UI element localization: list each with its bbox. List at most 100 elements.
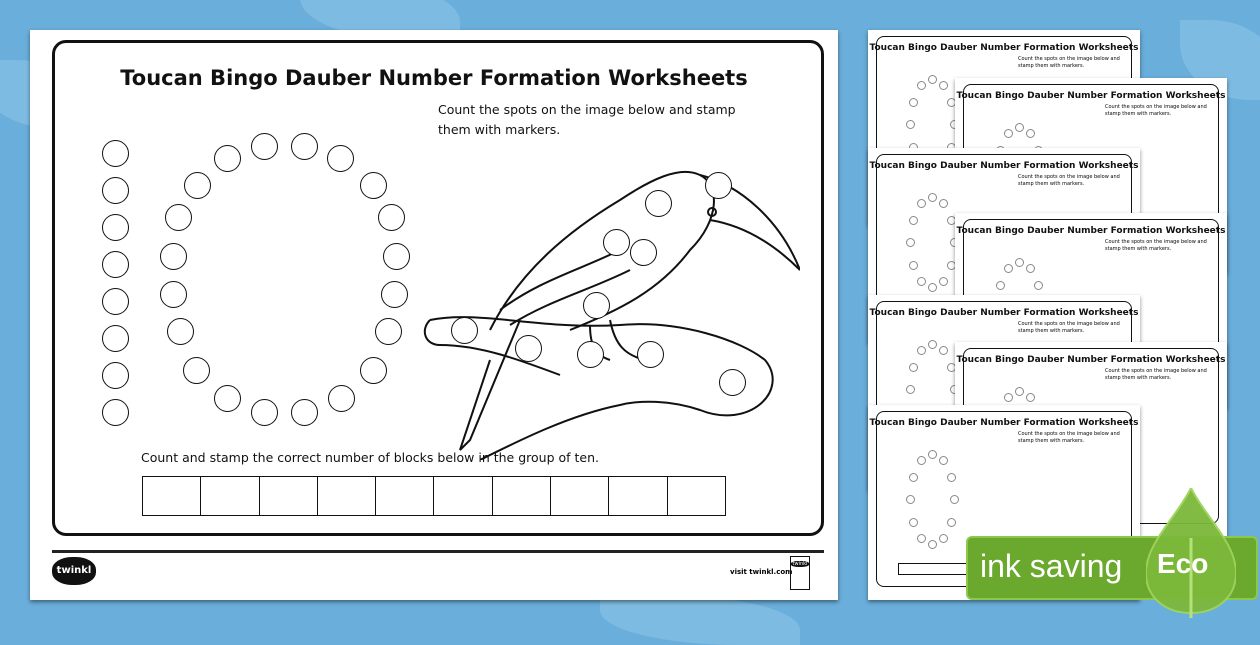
toucan-illustration	[423, 170, 800, 460]
stamp-dot	[1026, 393, 1035, 403]
stamp-dot	[375, 318, 402, 345]
stamp-dot	[928, 340, 937, 349]
stamp-dot	[645, 190, 672, 217]
thumbnail-title: Toucan Bingo Dauber Number Formation Wor…	[956, 355, 1226, 365]
thumbnail-instruction: Count the spots on the image below and s…	[1018, 56, 1120, 69]
stamp-dot	[328, 385, 355, 412]
stamp-block	[551, 477, 610, 515]
blocks-instruction: Count and stamp the correct number of bl…	[141, 450, 599, 465]
stamp-dot	[360, 357, 387, 384]
stamp-dot	[917, 533, 926, 543]
stamp-dot	[939, 456, 948, 466]
worksheet-title: Toucan Bingo Dauber Number Formation Wor…	[120, 66, 748, 90]
thumbnail-title: Toucan Bingo Dauber Number Formation Wor…	[869, 418, 1139, 428]
stamp-dot	[102, 362, 129, 389]
stamp-dot	[908, 362, 918, 372]
stamp-block	[668, 477, 725, 515]
thumbnail-instruction: Count the spots on the image below and s…	[1018, 174, 1120, 187]
stamp-dot	[939, 533, 948, 543]
stamp-dot	[1026, 129, 1035, 139]
stamp-dot	[705, 172, 732, 199]
stamp-dot	[630, 239, 657, 266]
main-worksheet: Toucan Bingo Dauber Number Formation Wor…	[30, 30, 838, 600]
stamp-dot	[908, 215, 918, 225]
stamp-block	[434, 477, 493, 515]
stamp-dot	[947, 472, 957, 482]
stamp-dot	[160, 243, 187, 270]
stamp-block	[376, 477, 435, 515]
thumbnail-instruction: Count the spots on the image below and s…	[1018, 321, 1120, 334]
stamp-dot	[906, 385, 915, 394]
stamp-dot	[214, 385, 241, 412]
stamp-dot	[947, 517, 957, 527]
stamp-dot	[583, 292, 610, 319]
stamp-dot	[939, 199, 948, 209]
stamp-dot	[1015, 258, 1024, 267]
twinkl-logo: twinkl	[52, 557, 96, 585]
spots-instruction: Count the spots on the image below and s…	[438, 102, 736, 137]
stamp-dot	[1015, 387, 1024, 396]
stamp-dot	[908, 97, 918, 107]
stamp-dot	[908, 260, 918, 270]
stamp-dot	[165, 204, 192, 231]
stamp-dot	[908, 472, 918, 482]
background-leaf	[600, 595, 800, 645]
footer-divider	[52, 550, 824, 553]
stamp-dot	[184, 172, 211, 199]
stamp-dot	[939, 276, 948, 286]
stamp-block	[609, 477, 668, 515]
quality-seal: twinkl	[790, 556, 810, 590]
stamp-dot	[214, 145, 241, 172]
stamp-dot	[995, 280, 1005, 290]
stamp-dot	[939, 346, 948, 356]
stamp-block	[143, 477, 202, 515]
stamp-dot	[327, 145, 354, 172]
thumbnail-title: Toucan Bingo Dauber Number Formation Wor…	[956, 91, 1226, 101]
stamp-dot	[637, 341, 664, 368]
stamp-dot	[1015, 123, 1024, 132]
stamp-dot	[917, 346, 926, 356]
visit-link[interactable]: visit twinkl.com	[730, 568, 793, 576]
stamp-dot	[381, 281, 408, 308]
thumbnail-instruction: Count the spots on the image below and s…	[1105, 104, 1207, 117]
eco-label: Eco	[1157, 548, 1209, 579]
stamp-dot	[917, 81, 926, 91]
stamp-dot	[1026, 264, 1035, 274]
stamp-block	[493, 477, 552, 515]
stamp-dot	[939, 81, 948, 91]
stamp-dot	[577, 341, 604, 368]
stamp-dot	[102, 140, 129, 167]
stamp-dot	[906, 495, 915, 504]
stamp-dot	[906, 120, 915, 129]
stamp-dot	[102, 214, 129, 241]
stamp-dot	[928, 193, 937, 202]
stamp-dot	[102, 399, 129, 426]
stamp-dot	[1004, 393, 1013, 403]
stamp-dot	[1034, 280, 1044, 290]
stamp-dot	[1004, 129, 1013, 139]
stamp-dot	[102, 177, 129, 204]
thumbnail-title: Toucan Bingo Dauber Number Formation Wor…	[956, 226, 1226, 236]
stamp-dot	[917, 199, 926, 209]
stamp-block	[260, 477, 318, 515]
thumbnail-title: Toucan Bingo Dauber Number Formation Wor…	[869, 43, 1139, 53]
stamp-dot	[928, 450, 937, 459]
stamp-dot	[251, 399, 278, 426]
ink-saving-label: ink saving	[980, 548, 1123, 584]
stamp-dot	[928, 283, 937, 292]
stamp-block	[318, 477, 377, 515]
stamp-dot	[917, 456, 926, 466]
stamp-dot	[719, 369, 746, 396]
thumbnail-instruction: Count the spots on the image below and s…	[1105, 239, 1207, 252]
stamp-dot	[1004, 264, 1013, 274]
thumbnail-title: Toucan Bingo Dauber Number Formation Wor…	[869, 161, 1139, 171]
stamp-dot	[928, 540, 937, 549]
stamp-dot	[102, 325, 129, 352]
stamp-dot	[906, 238, 915, 247]
stamp-dot	[928, 75, 937, 84]
stamp-dot	[102, 288, 129, 315]
stamp-dot	[950, 495, 959, 504]
stamp-dot	[908, 517, 918, 527]
thumbnail-title: Toucan Bingo Dauber Number Formation Wor…	[869, 308, 1139, 318]
stamp-dot	[383, 243, 410, 270]
